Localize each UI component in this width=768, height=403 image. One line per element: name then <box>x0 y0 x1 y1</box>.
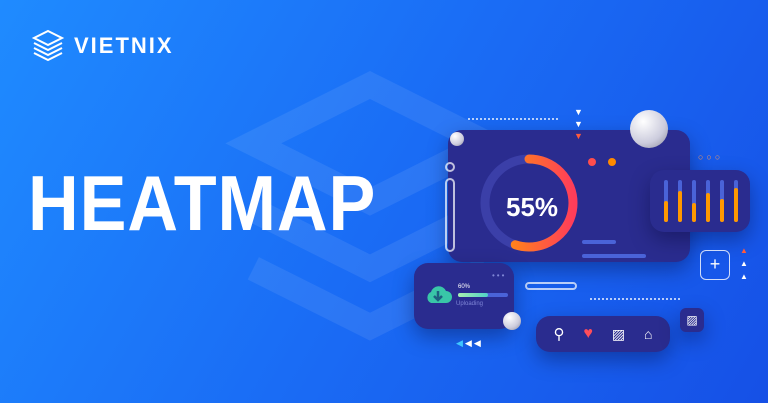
bar-track <box>678 180 682 222</box>
bar-fill <box>678 190 682 222</box>
donut-progress <box>480 154 578 252</box>
arrow-left-markers-icon: ◀◀◀ <box>456 338 483 348</box>
circle-dots-icon: ○○○ <box>698 152 724 162</box>
text-line <box>582 240 616 244</box>
image-icon: ▨ <box>686 313 698 327</box>
image-icon[interactable]: ▨ <box>611 325 626 342</box>
bar-track <box>692 180 696 222</box>
bar-track <box>734 180 738 222</box>
upload-card: ••• 60% Uploading <box>414 263 514 329</box>
logo[interactable]: VIETNIX <box>30 28 174 64</box>
bar-track <box>706 180 710 222</box>
bar-fill <box>734 188 738 222</box>
bar-fill <box>692 203 696 222</box>
heart-icon[interactable]: ♥ <box>583 325 593 342</box>
home-icon[interactable]: ⌂ <box>644 326 653 342</box>
vertical-slider[interactable] <box>445 178 455 252</box>
triangle-markers-icon: ▼▼▼ <box>574 107 583 141</box>
donut-value: 55% <box>506 192 559 222</box>
bar-fill <box>706 192 710 222</box>
image-button[interactable]: ▨ <box>680 308 704 332</box>
add-button[interactable]: + <box>700 250 730 280</box>
sphere-decoration <box>503 312 521 330</box>
triangle-up-markers-icon: ▲▲▲ <box>740 246 748 281</box>
bar-widget <box>650 170 750 232</box>
bar-track <box>720 180 724 222</box>
status-dot <box>608 158 616 166</box>
sphere-decoration <box>630 110 668 148</box>
sphere-decoration <box>450 132 464 146</box>
brand-name: VIETNIX <box>74 33 174 58</box>
dotted-line <box>468 118 558 120</box>
status-dot <box>588 158 596 166</box>
headline: HEATMAP <box>28 159 377 247</box>
cloud-download-icon <box>427 286 452 303</box>
dashboard-card: 55% <box>448 130 690 262</box>
ring-icon <box>445 162 455 172</box>
dotted-line <box>590 298 680 300</box>
upload-progress-track <box>458 293 508 297</box>
server-stack-icon <box>31 29 65 62</box>
upload-label: Uploading <box>456 301 484 307</box>
more-dots-icon[interactable]: ••• <box>492 271 507 280</box>
bar-track <box>664 180 668 222</box>
icon-toolbar: ⚲ ♥ ▨ ⌂ <box>536 316 670 352</box>
bar-fill <box>720 198 724 222</box>
text-line <box>582 254 646 258</box>
bar-fill <box>664 201 668 222</box>
plus-icon: + <box>709 254 721 274</box>
horizontal-slider[interactable] <box>525 282 577 290</box>
search-icon[interactable]: ⚲ <box>553 326 565 343</box>
upload-percent: 60% <box>458 284 471 290</box>
donut-chart <box>480 154 578 252</box>
upload-progress-fill <box>458 293 488 297</box>
